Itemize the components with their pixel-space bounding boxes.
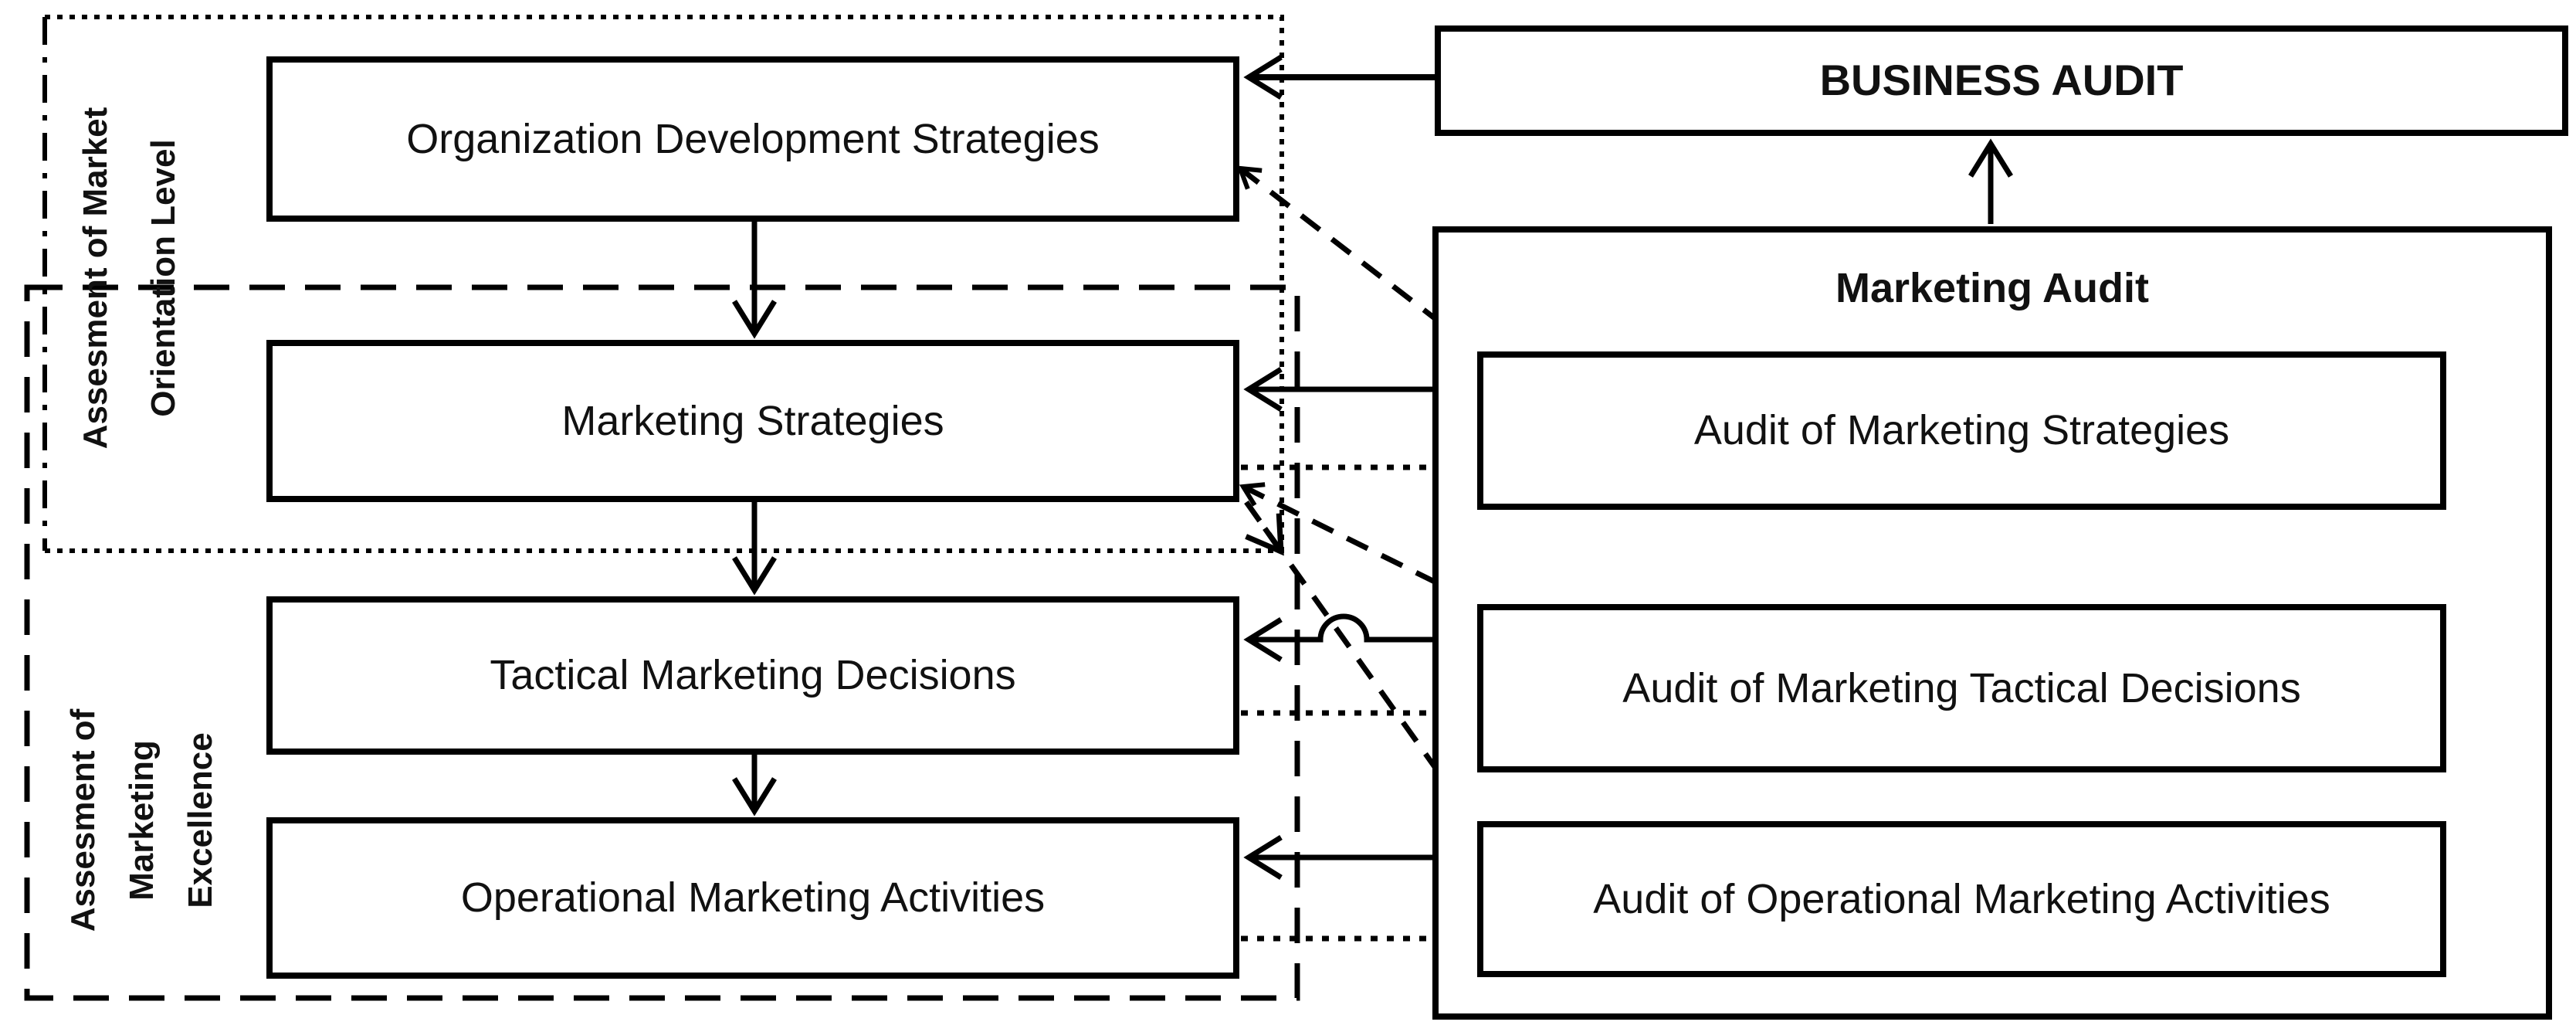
region-marketing-excellence-border: [24, 284, 1300, 1001]
region-label-marketing-excellence: Assesment of Marketing Excellence: [64, 708, 219, 932]
arrow-audit-tactical-to-tactical-with-hop: [1243, 613, 1477, 662]
box-marketing-strategies: Marketing Strategies: [266, 340, 1239, 502]
marketing-audit-title: Marketing Audit: [1835, 265, 2149, 311]
box-audit-of-marketing-strategies: Audit of Marketing Strategies: [1477, 351, 2446, 510]
box-tactical-marketing-decisions: Tactical Marketing Decisions: [266, 596, 1239, 755]
region-market-orientation-border: [45, 15, 1284, 553]
box-audit-of-marketing-tactical-decisions: Audit of Marketing Tactical Decisions: [1477, 604, 2446, 772]
box-business-audit: BUSINESS AUDIT: [1435, 25, 2568, 136]
box-audit-of-operational-marketing-activities: Audit of Operational Marketing Activitie…: [1477, 821, 2446, 977]
box-operational-marketing-activities: Operational Marketing Activities: [266, 817, 1239, 979]
arrow-dashed-mid-arrowhead-at-region-corner: [1245, 513, 1284, 556]
region-label-market-orientation: Assesment of Market Orientation Level: [76, 107, 182, 450]
arrow-dashed-marketing-strategies-to-audit-operational: [1244, 500, 1473, 820]
box-organization-development-strategies: Organization Development Strategies: [266, 56, 1239, 222]
